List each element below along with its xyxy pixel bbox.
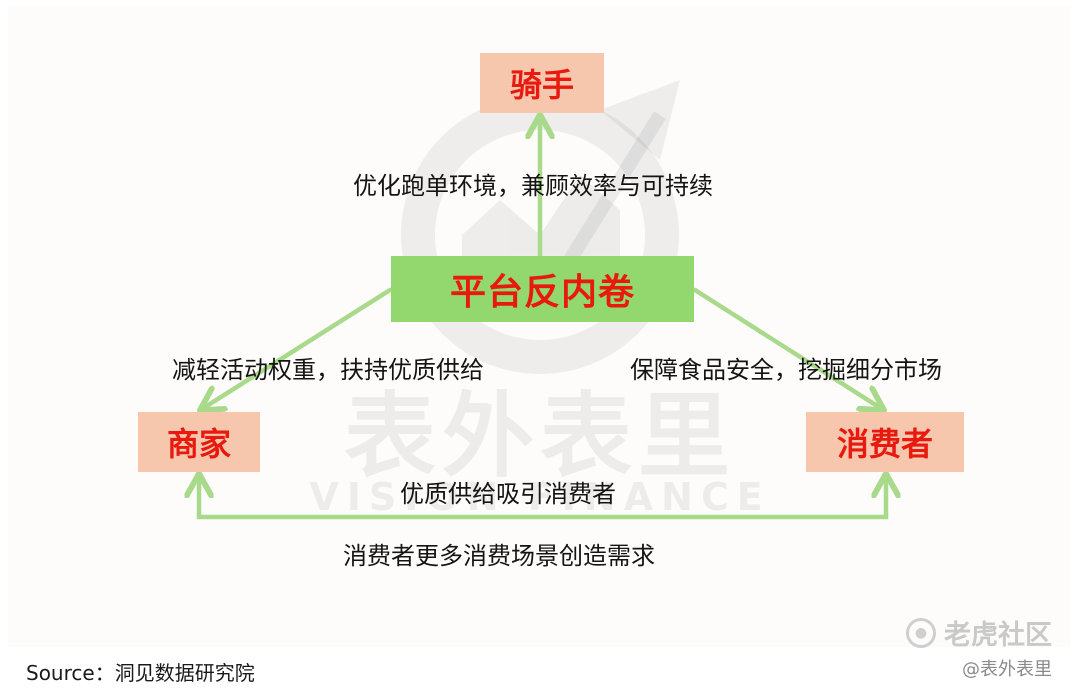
node-merchant: 商家: [138, 412, 260, 472]
label-center-to-top: 优化跑单环境，兼顾效率与可持续: [353, 172, 713, 200]
author-handle: @表外表里: [962, 659, 1052, 680]
tiger-community-name: 老虎社区: [944, 620, 1052, 651]
tiger-community-watermark: ● 老虎社区: [906, 613, 1052, 652]
arrow-center-to-left: [202, 287, 393, 409]
label-left-to-right: 优质供给吸引消费者: [400, 480, 616, 508]
arrow-center-to-right: [692, 287, 882, 409]
node-consumer: 消费者: [806, 412, 964, 472]
arrow-bottom-loop: [199, 476, 886, 520]
label-center-to-left: 减轻活动权重，扶持优质供给: [172, 356, 484, 384]
node-rider: 骑手: [480, 53, 604, 113]
tiger-community-icon: ●: [906, 617, 936, 648]
label-right-to-left: 消费者更多消费场景创造需求: [343, 542, 655, 570]
node-platform: 平台反内卷: [391, 256, 694, 322]
label-center-to-right: 保障食品安全，挖掘细分市场: [630, 356, 942, 384]
source-note: Source：洞见数据研究院: [26, 661, 255, 685]
